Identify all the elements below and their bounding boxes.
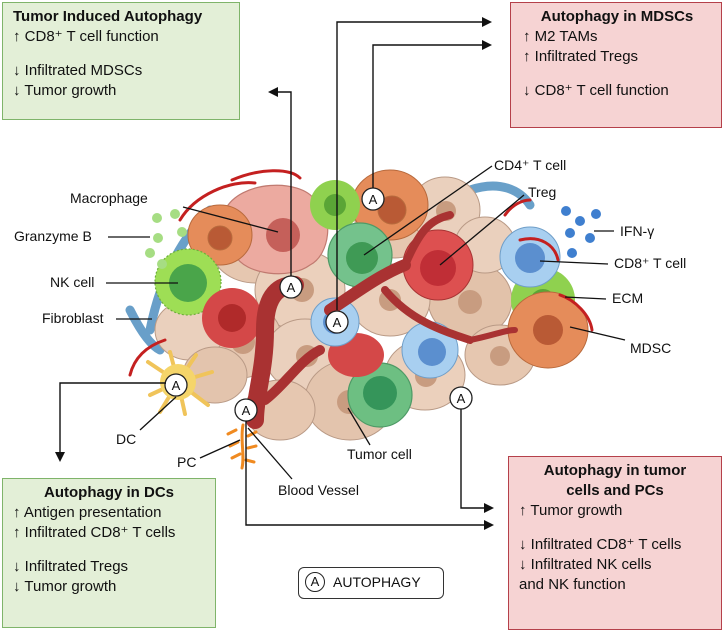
arrow-to-mdsc-box-2 [372,40,492,188]
label-cd8-t-cell: CD8⁺ T cell [614,255,687,271]
autophagy-marker-dc [164,373,188,397]
label-fibroblast: Fibroblast [42,310,104,326]
autophagy-marker-letter: A [287,280,296,295]
autophagy-marker-cd8 [325,310,349,334]
label-mdsc: MDSC [630,340,672,356]
ecm-fibers [128,169,594,377]
box-line: ↓ Tumor growth [13,82,117,99]
box-line: ↑ Infiltrated Tregs [523,48,639,65]
box-line: ↓ Infiltrated MDSCs [13,62,143,79]
nk-cell [154,248,222,316]
autophagy-marker-letter: A [333,315,342,330]
box-line: ↑ Tumor growth [519,502,623,519]
box-line: ↑ CD8⁺ T cell function [13,28,159,45]
pathway-arrows [55,17,494,530]
mdsc-cell [507,291,589,369]
treg-cells [202,229,474,377]
autophagy-in-dcs-box: Autophagy in DCs ↑ Antigen presentation … [2,478,216,628]
label-tumor-cell: Tumor cell [347,446,412,462]
tumor-induced-autophagy-box: Tumor Induced Autophagy ↑ CD8⁺ T cell fu… [2,2,240,120]
pericyte [226,423,258,470]
label-blood-vessel: Blood Vessel [278,482,359,498]
label-pc: PC [177,454,197,470]
arrow-to-tumor-pc-box-2 [460,409,494,513]
label-ifn-gamma: IFN-γ [620,223,655,239]
arrow-to-tumor-pc-box-1 [245,421,494,530]
label-cd4-t-cell: CD4⁺ T cell [494,157,567,173]
box-line: ↑ Antigen presentation [13,504,162,521]
label-leader-lines [106,165,626,480]
box-line: ↓ Tumor growth [13,578,117,595]
label-dc: DC [116,431,137,447]
autophagy-marker-letters: A A A A A A [172,192,466,418]
autophagy-in-mdscs-box: Autophagy in MDSCs ↑ M2 TAMs ↑ Infiltrat… [510,2,722,128]
autophagy-legend: A AUTOPHAGY [298,567,444,599]
label-macrophage: Macrophage [70,190,148,206]
box-title: Autophagy in MDSCs [540,8,694,25]
box-line: ↓ Infiltrated NK cells [519,556,652,573]
orange-cells [187,169,429,266]
autophagy-marker-letter: A [457,391,466,406]
arrow-to-mdsc-box-1 [336,17,492,310]
ifn-gamma-molecules [561,206,601,258]
blood-vessel [246,211,518,429]
label-nk-cell: NK cell [50,274,95,290]
box-line: ↑ M2 TAMs [523,28,598,45]
box-title: Tumor Induced Autophagy [13,8,203,25]
box-title-line-2: cells and PCs [566,482,664,499]
label-treg: Treg [528,184,557,200]
box-title: Autophagy in DCs [44,484,174,501]
box-line: ↓ Infiltrated CD8⁺ T cells [519,536,682,553]
arrow-to-dc-box [55,382,166,462]
autophagy-in-tumor-cells-pcs-box: Autophagy in tumor cells and PCs ↑ Tumor… [508,456,722,630]
box-line: ↓ Infiltrated Tregs [13,558,129,575]
autophagy-markers [164,187,473,422]
label-granzyme-b: Granzyme B [14,228,92,244]
box-line: ↓ CD8⁺ T cell function [523,82,669,99]
autophagy-legend-symbol: A [305,572,325,592]
box-line: and NK function [519,576,626,593]
box-line: ↑ Infiltrated CD8⁺ T cells [13,524,176,541]
arrow-to-tumor-induced-box [268,87,292,276]
autophagy-marker-letter: A [369,192,378,207]
autophagy-marker-letter: A [242,403,251,418]
autophagy-legend-text: AUTOPHAGY [333,574,421,590]
granzyme-b-granules [145,209,187,269]
label-ecm: ECM [612,290,644,306]
autophagy-marker-letter: A [172,378,181,393]
box-title-line-1: Autophagy in tumor [543,462,687,479]
